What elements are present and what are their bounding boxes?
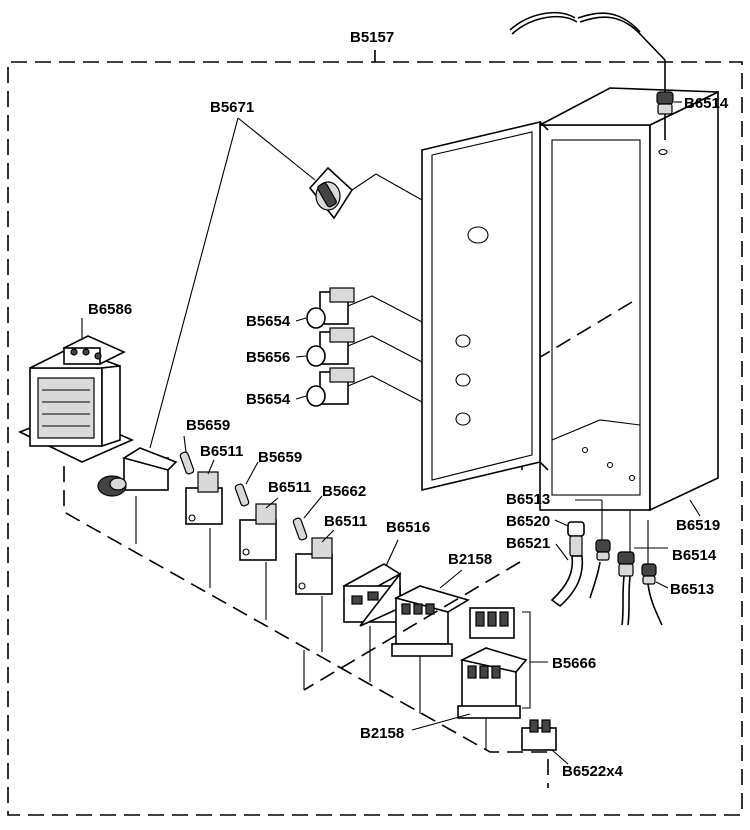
label-gland-far: B6513 [670, 581, 714, 598]
gland-left [575, 499, 611, 599]
rail-component-1 [97, 447, 178, 497]
label-contactor-top: B2158 [448, 551, 492, 568]
enclosure-cabinet [521, 87, 719, 512]
relay [342, 539, 402, 627]
label-enclosure: B6519 [676, 517, 720, 534]
cable-gland-top [656, 91, 682, 140]
fuse-holder-1 [185, 459, 223, 525]
pushbutton-top [306, 287, 423, 329]
label-selector: B5671 [210, 99, 254, 116]
fuse-holder-3 [295, 529, 335, 595]
label-gland-b: B6521 [506, 535, 550, 552]
selector-switch [308, 166, 423, 220]
label-terminal: B6522x4 [562, 763, 624, 780]
contactor-aux [469, 607, 515, 639]
label-pushbutton-mid: B5656 [246, 349, 290, 366]
label-assembly: B5157 [350, 29, 394, 46]
contactor-bottom [411, 647, 528, 731]
label-contactor-bottom: B2158 [360, 725, 404, 742]
pushbutton-mid [306, 327, 423, 367]
label-fuse-3: B5662 [322, 483, 366, 500]
gland-b-hose [550, 543, 584, 608]
fuse-holder-2 [239, 497, 279, 561]
contactor-top [391, 569, 470, 657]
label-gland-top: B6514 [684, 95, 729, 112]
label-gland-left: B6513 [506, 491, 550, 508]
label-fuse-holder-2: B6511 [268, 479, 311, 496]
label-contactor-group: B5666 [552, 655, 596, 672]
contactor-group-bracket [522, 611, 548, 709]
label-gland-right: B6514 [672, 547, 717, 564]
label-fuse-2: B5659 [258, 449, 302, 466]
pushbutton-leaders [295, 317, 307, 400]
assembly-boundary [7, 50, 743, 816]
enclosure-door [421, 120, 549, 492]
fuse-2 [234, 461, 259, 507]
label-gland-a: B6520 [506, 513, 550, 530]
label-pushbutton-top: B5654 [246, 313, 291, 330]
label-pushbutton-bottom: B5654 [246, 391, 291, 408]
label-fuse-holder-3: B6511 [324, 513, 367, 530]
label-fuse-holder-1: B6511 [200, 443, 243, 460]
callout-labels: B5157 B5671 B6586 B5654 B5656 B5654 B565… [88, 29, 729, 780]
fuse-1 [179, 435, 195, 475]
transformer [18, 318, 134, 463]
gland-right [617, 510, 668, 626]
din-rail-lines [63, 466, 549, 788]
label-relay: B6516 [386, 519, 430, 536]
gland-a [554, 519, 585, 557]
label-fuse-1: B5659 [186, 417, 230, 434]
selector-leaders [149, 117, 316, 449]
label-transformer: B6586 [88, 301, 132, 318]
cable-top [509, 11, 666, 92]
pushbutton-bottom [306, 367, 423, 407]
enclosure-leader [689, 499, 701, 517]
gland-far [641, 520, 669, 626]
terminal-block [521, 719, 569, 765]
fuse-3 [292, 495, 323, 541]
